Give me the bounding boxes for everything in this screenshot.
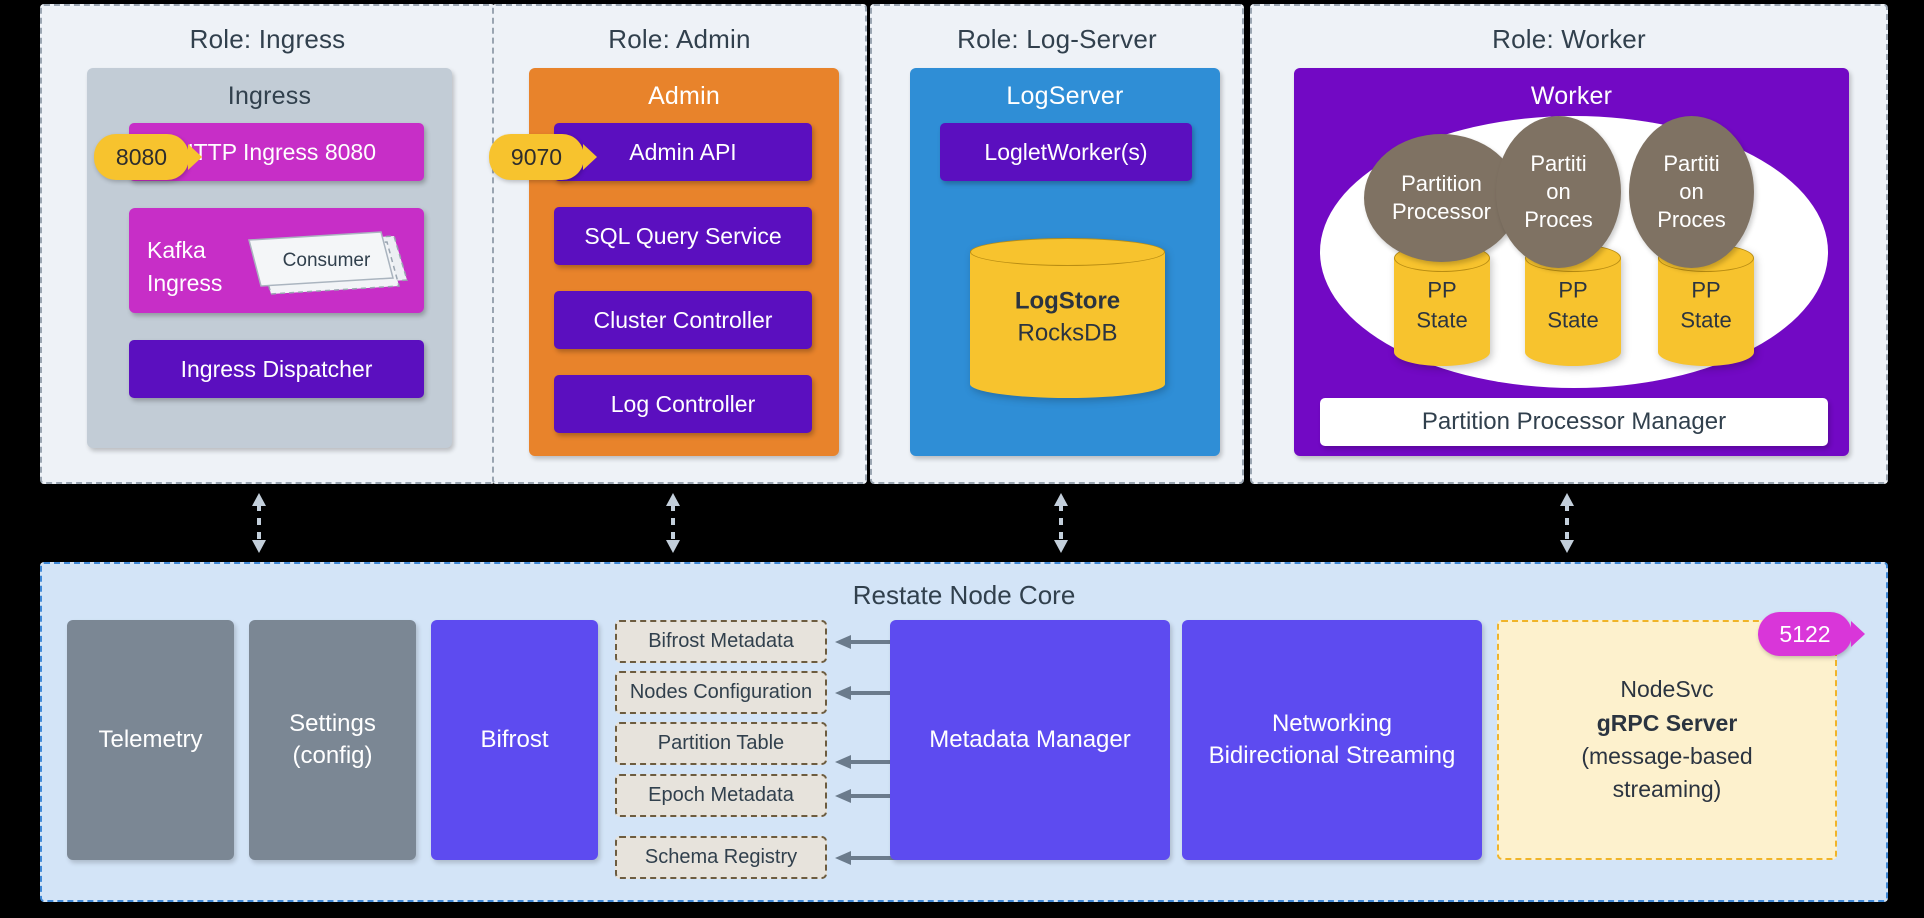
nodesvc-line1: NodeSvc (1620, 676, 1714, 703)
nodesvc-line4: streaming) (1612, 776, 1722, 803)
meta-box-nodes-configuration[interactable]: Nodes Configuration (615, 671, 827, 714)
cylinder-top (970, 238, 1165, 266)
link-arrow-log-server (1054, 493, 1068, 553)
core-block-telemetry[interactable]: Telemetry (67, 620, 234, 860)
ingress-item-dispatcher[interactable]: Ingress Dispatcher (129, 340, 424, 398)
pp-state-label-2: PP State (1547, 277, 1599, 332)
admin-item-cluster-controller[interactable]: Cluster Controller (554, 291, 812, 349)
role-panel-log-server: Role: Log-Server LogServer LogletWorker(… (870, 4, 1244, 484)
partition-processor-3-label: Partiti on Proces (1657, 150, 1726, 233)
meta-box-schema-registry[interactable]: Schema Registry (615, 836, 827, 879)
service-label-logserver: LogServer (1006, 82, 1124, 110)
admin-item-sql[interactable]: SQL Query Service (554, 207, 812, 265)
partition-processor-1-label: Partition Processor (1391, 170, 1492, 224)
core-block-networking[interactable]: Networking Bidirectional Streaming (1182, 620, 1482, 860)
cylinder-body (970, 252, 1165, 384)
meta-box-bifrost-metadata[interactable]: Bifrost Metadata (615, 620, 827, 663)
consumer-stack-shape: Consumer (239, 222, 414, 302)
restate-node-core-panel: Restate Node Core Telemetry Settings (co… (40, 562, 1888, 902)
service-box-logserver: LogServer LogletWorker(s) LogStore Rocks… (910, 68, 1220, 456)
partition-processor-2-label: Partiti on Proces (1524, 150, 1593, 233)
core-block-networking-label: Networking Bidirectional Streaming (1208, 709, 1456, 769)
role-panel-worker: Role: Worker Worker Partition Processor … (1250, 4, 1888, 484)
service-box-admin: Admin Admin API SQL Query Service Cluste… (529, 68, 839, 456)
service-label-worker: Worker (1530, 82, 1613, 110)
core-block-bifrost-label: Bifrost (480, 725, 549, 753)
link-arrow-ingress (252, 493, 266, 553)
core-block-nodesvc[interactable]: NodeSvc gRPC Server (message-based strea… (1497, 620, 1837, 860)
admin-item-api[interactable]: Admin API (554, 123, 812, 181)
logstore-title: LogStore (1014, 287, 1121, 315)
link-arrow-admin (666, 493, 680, 553)
logstore-label: LogStore RocksDB (970, 286, 1165, 351)
role-title-admin: Role: Admin (608, 24, 751, 54)
service-label-ingress: Ingress (227, 82, 312, 110)
core-block-telemetry-label: Telemetry (98, 725, 203, 753)
partition-processor-3[interactable]: Partiti on Proces (1629, 116, 1754, 268)
role-title-ingress: Role: Ingress (189, 24, 346, 54)
cylinder-body (1394, 258, 1490, 352)
pp-state-label-1: PP State (1416, 277, 1468, 332)
core-block-settings[interactable]: Settings (config) (249, 620, 416, 860)
meta-box-partition-table[interactable]: Partition Table (615, 722, 827, 765)
role-title-log-server: Role: Log-Server (957, 24, 1157, 54)
port-badge-8080: 8080 (94, 134, 189, 180)
role-panel-ingress: Role: Ingress Ingress HTTP Ingress 8080 … (40, 4, 495, 484)
port-badge-9070: 9070 (489, 134, 584, 180)
pp-state-cylinder-1: PP State (1394, 244, 1490, 366)
partition-processor-1[interactable]: Partition Processor (1364, 134, 1519, 262)
role-title-worker: Role: Worker (1492, 24, 1646, 54)
partition-processor-manager[interactable]: Partition Processor Manager (1320, 398, 1828, 446)
cylinder-body (1658, 258, 1754, 352)
core-block-bifrost[interactable]: Bifrost (431, 620, 598, 860)
consumer-label: Consumer (282, 249, 371, 271)
pp-state-cylinder-2: PP State (1525, 244, 1621, 366)
admin-item-log-controller[interactable]: Log Controller (554, 375, 812, 433)
logstore-cylinder: LogStore RocksDB (970, 238, 1165, 398)
pp-state-label-3: PP State (1680, 277, 1732, 332)
link-arrow-worker (1560, 493, 1574, 553)
service-label-admin: Admin (648, 82, 720, 110)
nodesvc-line2: gRPC Server (1596, 709, 1738, 736)
nodesvc-line3: (message-based (1581, 743, 1753, 769)
logserver-item-loglet-worker[interactable]: LogletWorker(s) (940, 123, 1192, 181)
meta-box-epoch-metadata[interactable]: Epoch Metadata (615, 774, 827, 817)
consumer-shape-icon (248, 231, 408, 295)
logstore-subtitle: RocksDB (1017, 320, 1118, 347)
role-panel-admin: Role: Admin Admin Admin API SQL Query Se… (489, 4, 867, 484)
core-block-settings-label: Settings (config) (289, 709, 376, 769)
service-box-worker: Worker Partition Processor PP State Part… (1294, 68, 1849, 456)
partition-processor-2[interactable]: Partiti on Proces (1496, 116, 1621, 268)
core-title: Restate Node Core (852, 580, 1076, 610)
port-badge-5122: 5122 (1758, 612, 1852, 656)
cylinder-body (1525, 258, 1621, 352)
nodesvc-text: NodeSvc gRPC Server (message-based strea… (1581, 673, 1752, 806)
core-block-metadata-manager[interactable]: Metadata Manager (890, 620, 1170, 860)
core-block-metadata-manager-label: Metadata Manager (929, 725, 1131, 753)
